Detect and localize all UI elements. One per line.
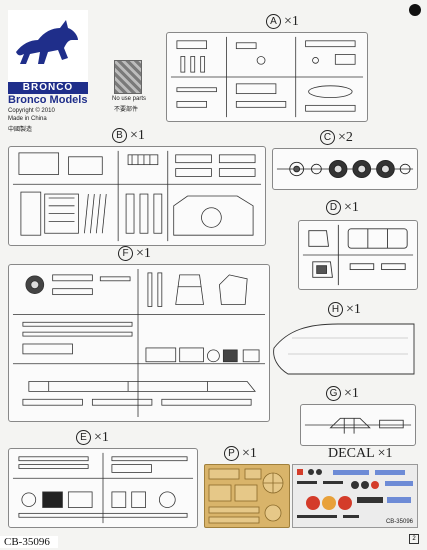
sprue-letter-badge: C [320, 130, 335, 145]
sprue-count: ×1 [284, 14, 299, 29]
sprue-c-label: C×2 [320, 130, 353, 146]
decal-sheet: CB-35096 [292, 464, 418, 528]
decal-title: DECAL [328, 446, 375, 461]
photo-etch-sheet [204, 464, 290, 528]
sprue-count: ×1 [130, 128, 145, 143]
sprue-b-parts [12, 150, 262, 242]
sprue-e-parts [12, 452, 194, 524]
sprue-letter-badge: D [326, 200, 341, 215]
sprue-letter-badge: H [328, 302, 343, 317]
sprue-g-frame [300, 404, 416, 446]
no-use-label-cn: 不要部件 [114, 107, 139, 113]
sprue-count: ×1 [346, 302, 361, 317]
sprue-count: ×1 [242, 446, 257, 461]
sprue-d-frame [298, 220, 418, 290]
sprue-c-parts [276, 160, 414, 178]
sprue-letter-badge: G [326, 386, 341, 401]
sprue-letter-badge: A [266, 14, 281, 29]
sprue-g-parts [304, 417, 412, 434]
sprue-e-frame [8, 448, 198, 528]
made-in-cn-text: 中國製造 [8, 127, 33, 133]
sprue-d-parts [302, 224, 414, 286]
decal-label: DECAL ×1 [328, 446, 393, 462]
sprue-count: ×1 [344, 200, 359, 215]
copyright-text: Copyright © 2010 [8, 108, 55, 114]
sprue-a-label: A×1 [266, 14, 299, 30]
horse-icon [16, 20, 78, 64]
decal-count: ×1 [377, 446, 393, 461]
sprue-a-frame [166, 32, 368, 122]
sprue-letter-badge: F [118, 246, 133, 261]
sprue-b-frame [8, 146, 266, 246]
sprue-count: ×1 [344, 386, 359, 401]
brand-name: BRONCO [8, 82, 88, 94]
product-code: CB-35096 [0, 536, 58, 548]
sprue-count: ×1 [94, 430, 109, 445]
made-in-text: Made in China [8, 116, 47, 122]
sprue-f-label: F×1 [118, 246, 151, 262]
sprue-h-part [268, 318, 418, 378]
page-marker-dot [409, 4, 421, 16]
sprue-letter-badge: B [112, 128, 127, 143]
sprue-p-label: P×1 [224, 446, 257, 462]
no-use-swatch [114, 60, 142, 94]
canvas-cover-part [273, 323, 415, 375]
sprue-b-label: B×1 [112, 128, 145, 144]
sprue-h-label: H×1 [328, 302, 361, 318]
bronco-logo [8, 10, 88, 82]
sprue-count: ×2 [338, 130, 353, 145]
decal-code: CB-35096 [385, 519, 413, 525]
no-use-label: No use parts [112, 96, 147, 102]
sprue-g-label: G×1 [326, 386, 359, 402]
page-number: 2 [409, 534, 419, 544]
photo-etch-parts [208, 468, 284, 524]
decal-marks [297, 469, 413, 518]
brand-subtitle: Bronco Models [8, 94, 88, 106]
sprue-e-label: E×1 [76, 430, 109, 446]
sprue-letter-badge: P [224, 446, 239, 461]
sprue-a-parts [170, 36, 364, 118]
sprue-d-label: D×1 [326, 200, 359, 216]
sprue-letter-badge: E [76, 430, 91, 445]
sprue-count: ×1 [136, 246, 151, 261]
sprue-f-parts [12, 268, 266, 418]
sprue-c-frame [272, 148, 418, 190]
sprue-f-frame [8, 264, 270, 422]
